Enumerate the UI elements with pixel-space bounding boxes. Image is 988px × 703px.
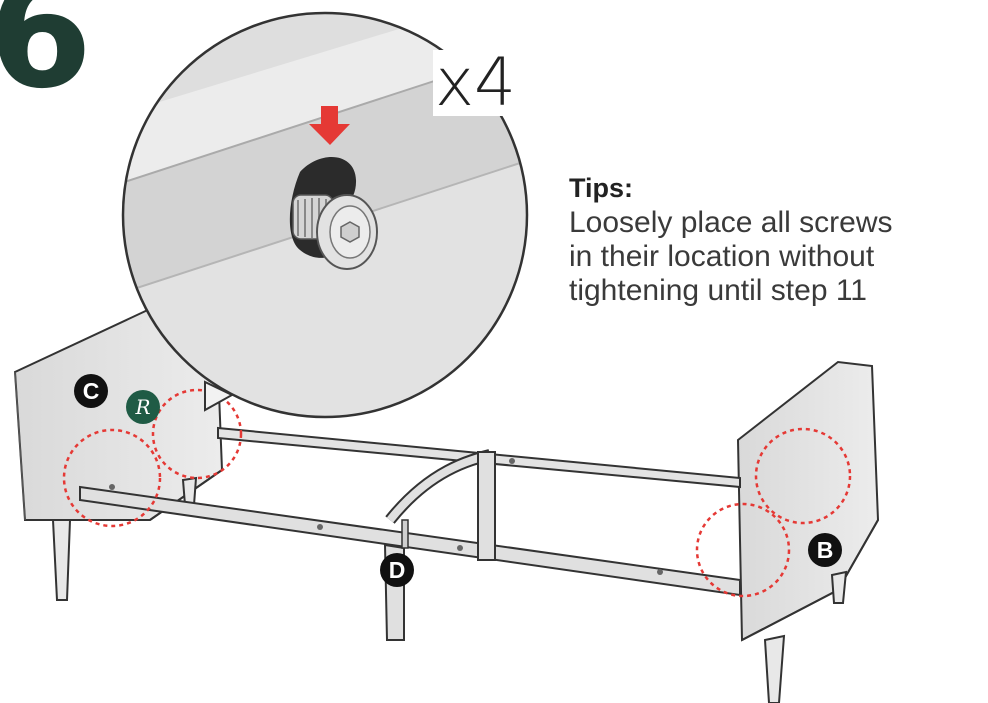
- tips-line-2: in their location without: [569, 240, 875, 273]
- tips-title: Tips:: [569, 173, 634, 203]
- svg-text:R: R: [134, 395, 150, 419]
- left-front-leg: [51, 519, 72, 601]
- tips-line-3: tightening until step 11: [569, 274, 867, 307]
- callout-ring-right-back: [754, 427, 852, 525]
- tips-box: Tips: Loosely place all screws in their …: [569, 173, 892, 308]
- callout-ring-right-front: [695, 502, 791, 598]
- callout-ring-left-front: [62, 428, 162, 528]
- callout-rings: [62, 388, 852, 598]
- callout-ring-left-back: [151, 388, 243, 480]
- frame-rails: [79, 426, 741, 641]
- part-label-d: D: [380, 553, 414, 587]
- tips-line-1: Loosely place all screws: [569, 206, 893, 239]
- right-back-leg: [830, 570, 848, 604]
- hex-screw-icon: [292, 194, 378, 270]
- part-label-b: B: [808, 533, 842, 567]
- brand-logo: R: [126, 390, 160, 424]
- step-number: 6: [0, 0, 93, 122]
- right-front-leg: [763, 634, 786, 703]
- right-arm-panel: [736, 360, 880, 642]
- arrow-down-icon: [309, 106, 350, 145]
- quantity-label: x4: [433, 44, 519, 121]
- part-label-c: C: [74, 374, 108, 408]
